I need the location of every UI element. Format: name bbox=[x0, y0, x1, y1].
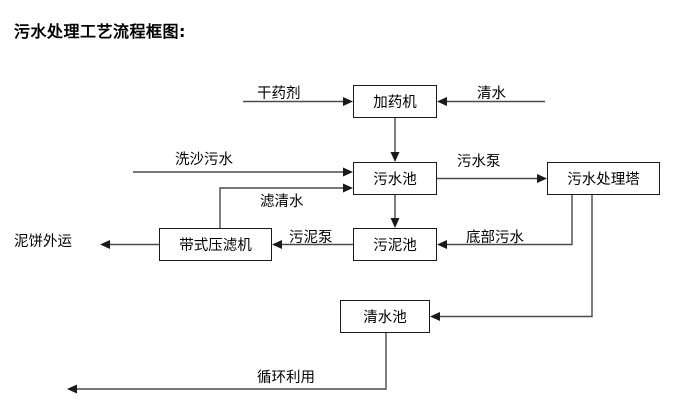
edge-label-bottom-sewage: 底部污水 bbox=[466, 230, 524, 246]
node-sewage-pool[interactable]: 污水池 bbox=[353, 162, 437, 195]
edge-label-sludge-pump: 污泥泵 bbox=[289, 230, 333, 246]
edge-clean-water-to-dosing-machine bbox=[437, 97, 545, 106]
edge-sand-wash-sewage-to-sewage-pool bbox=[133, 167, 353, 177]
terminal-label-mud-cake-out: 泥饼外运 bbox=[14, 234, 72, 250]
edge-sludge-pool-to-belt-filter-press bbox=[272, 240, 353, 249]
edge-dosing-machine-to-sewage-pool bbox=[390, 118, 400, 162]
page-title: 污水处理工艺流程框图: bbox=[14, 22, 186, 41]
node-dosing-machine[interactable]: 加药机 bbox=[353, 85, 437, 118]
node-belt-filter-press-label: 带式压滤机 bbox=[179, 238, 252, 254]
node-sludge-pool-label: 污泥池 bbox=[373, 238, 417, 254]
edge-label-dry-agent: 干药剂 bbox=[257, 86, 301, 102]
node-clean-water-pool-label: 清水池 bbox=[363, 310, 407, 326]
node-sewage-treatment-tower[interactable]: 污水处理塔 bbox=[547, 162, 660, 195]
edge-clean-water-pool-to-recycle bbox=[67, 333, 387, 394]
edge-label-filtrate-water: 滤清水 bbox=[260, 194, 304, 210]
edge-label-sand-wash-sewage: 洗沙污水 bbox=[175, 152, 233, 168]
edge-bottom-sewage-to-sludge-pool bbox=[437, 195, 573, 249]
edge-label-clean-water-in: 清水 bbox=[477, 86, 506, 102]
node-dosing-machine-label: 加药机 bbox=[373, 95, 417, 111]
edge-sewage-pool-to-sludge-pool bbox=[390, 195, 400, 228]
node-sewage-treatment-tower-label: 污水处理塔 bbox=[567, 172, 640, 188]
node-clean-water-pool[interactable]: 清水池 bbox=[340, 300, 430, 333]
node-sludge-pool[interactable]: 污泥池 bbox=[353, 228, 437, 261]
edge-label-sewage-pump: 污水泵 bbox=[457, 154, 501, 170]
edge-sewage-pool-to-treatment-tower bbox=[437, 174, 547, 183]
edge-belt-filter-press-to-mud-cake-out bbox=[100, 240, 159, 249]
node-sewage-pool-label: 污水池 bbox=[373, 172, 417, 188]
edge-treatment-tower-to-clean-water-pool bbox=[430, 195, 593, 321]
edge-filtrate-water-to-sewage-pool bbox=[219, 183, 353, 228]
edge-label-recycle-use: 循环利用 bbox=[257, 370, 315, 386]
node-belt-filter-press[interactable]: 带式压滤机 bbox=[159, 228, 272, 261]
edge-dry-agent-to-dosing-machine bbox=[243, 97, 353, 106]
